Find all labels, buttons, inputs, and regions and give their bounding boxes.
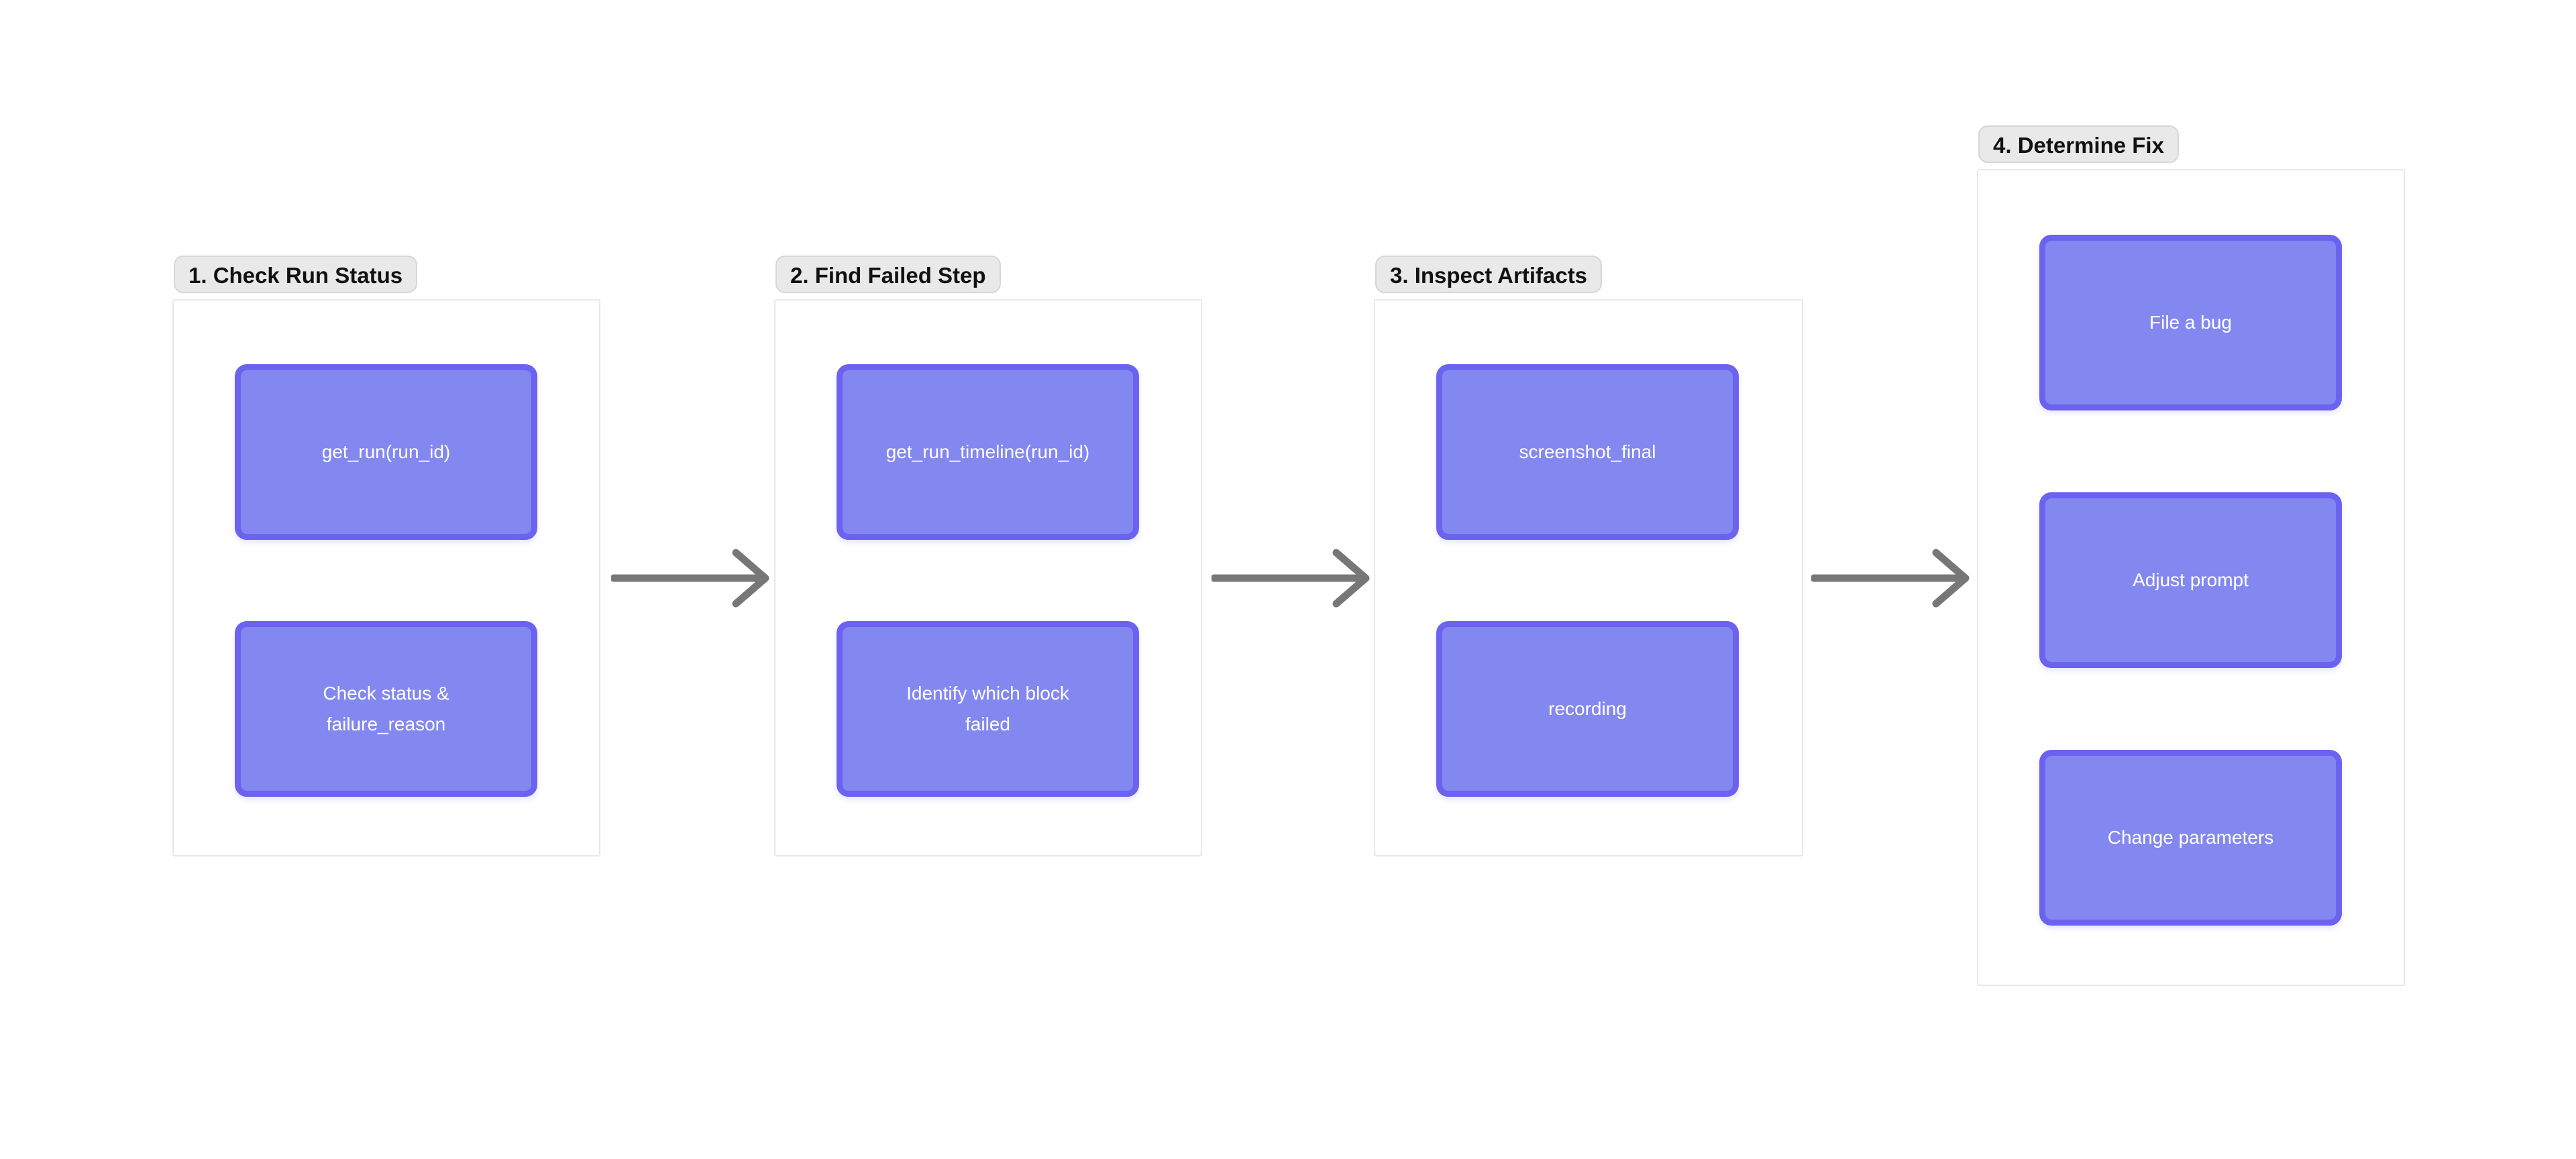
- node-get-run-timeline: get_run_timeline(run_id): [837, 364, 1139, 540]
- group-panel-determine-fix: File a bug Adjust prompt Change paramete…: [1977, 169, 2405, 986]
- node-change-parameters: Change parameters: [2039, 750, 2342, 926]
- node-get-run: get_run(run_id): [235, 364, 537, 540]
- node-check-status-failure-reason: Check status & failure_reason: [235, 621, 537, 797]
- group-label-check-run-status: 1. Check Run Status: [174, 256, 418, 293]
- group-label-find-failed-step: 2. Find Failed Step: [775, 256, 1001, 293]
- node-recording: recording: [1436, 621, 1739, 797]
- arrow-right-icon-step2-to-step3: [1212, 549, 1370, 608]
- node-identify-which-block-failed: Identify which block failed: [837, 621, 1139, 797]
- group-label-determine-fix: 4. Determine Fix: [1978, 125, 2179, 163]
- arrow-right-icon-step1-to-step2: [611, 549, 769, 608]
- node-file-a-bug: File a bug: [2039, 235, 2342, 410]
- group-label-inspect-artifacts: 3. Inspect Artifacts: [1375, 256, 1603, 293]
- node-adjust-prompt: Adjust prompt: [2039, 492, 2342, 668]
- group-panel-check-run-status: get_run(run_id) Check status & failure_r…: [172, 299, 600, 857]
- group-panel-find-failed-step: get_run_timeline(run_id) Identify which …: [774, 299, 1202, 857]
- arrow-right-icon-step3-to-step4: [1811, 549, 1970, 608]
- group-panel-inspect-artifacts: screenshot_final recording: [1374, 299, 1803, 857]
- node-screenshot-final: screenshot_final: [1436, 364, 1739, 540]
